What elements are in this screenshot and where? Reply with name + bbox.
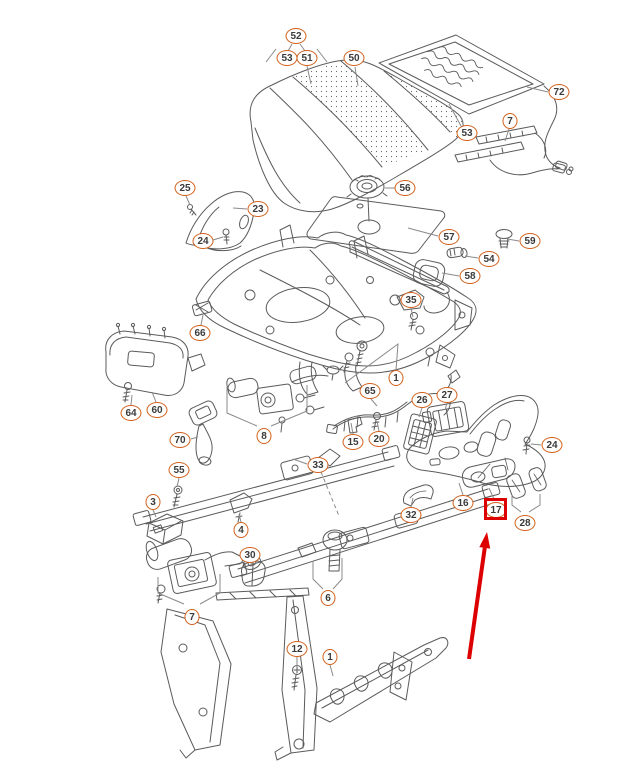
callout-8[interactable]: 8 — [256, 428, 272, 444]
trim-strip-art — [348, 240, 450, 314]
screw-25-art — [187, 204, 197, 216]
grommet-54-art — [446, 246, 468, 259]
foam-insert-art — [306, 196, 446, 254]
cap-32-art — [403, 484, 434, 507]
callout-28[interactable]: 28 — [514, 515, 536, 531]
callout-53-2[interactable]: 53 — [456, 125, 478, 141]
clip-59-art — [495, 229, 513, 249]
clip-3-art — [146, 513, 184, 545]
callout-1-2[interactable]: 1 — [322, 649, 338, 665]
callout-3[interactable]: 3 — [145, 494, 161, 510]
callout-56[interactable]: 56 — [394, 180, 416, 196]
callout-52[interactable]: 52 — [285, 28, 307, 44]
callout-7-2[interactable]: 7 — [184, 609, 200, 625]
callout-27[interactable]: 27 — [436, 387, 458, 403]
callout-64[interactable]: 64 — [120, 405, 142, 421]
bolt-6-art — [322, 529, 348, 572]
clip-4-art — [229, 492, 253, 523]
heater-mat-art — [378, 34, 574, 172]
callout-51[interactable]: 51 — [296, 50, 318, 66]
callout-25[interactable]: 25 — [174, 180, 196, 196]
callout-65[interactable]: 65 — [359, 383, 381, 399]
callout-4[interactable]: 4 — [233, 522, 249, 538]
callout-55[interactable]: 55 — [168, 462, 190, 478]
callout-12[interactable]: 12 — [286, 641, 308, 657]
trim-caps-28-art — [506, 467, 547, 499]
floor-bracket-art — [160, 587, 449, 761]
callout-30[interactable]: 30 — [239, 547, 261, 563]
belt-buckle-art — [188, 400, 218, 466]
callout-54[interactable]: 54 — [478, 251, 500, 267]
module-26-art — [403, 413, 437, 455]
blower-art — [346, 175, 388, 222]
callout-58[interactable]: 58 — [459, 268, 481, 284]
callout-53[interactable]: 53 — [276, 50, 298, 66]
callout-32[interactable]: 32 — [400, 507, 422, 523]
heater-element-art — [454, 125, 572, 176]
callout-60[interactable]: 60 — [146, 402, 168, 418]
callout-50[interactable]: 50 — [343, 50, 365, 66]
seat-frame-art — [195, 224, 477, 396]
screw-24-art — [222, 228, 230, 245]
callout-7[interactable]: 7 — [502, 113, 518, 129]
callout-72[interactable]: 72 — [548, 84, 570, 100]
screw-12-art — [291, 665, 302, 691]
callout-26[interactable]: 26 — [411, 392, 433, 408]
clip-66-art — [191, 300, 213, 317]
callout-20[interactable]: 20 — [368, 431, 390, 447]
screw-55-art — [172, 485, 183, 508]
motor-assembly-8-art — [226, 365, 329, 433]
callout-66[interactable]: 66 — [189, 325, 211, 341]
callout-33[interactable]: 33 — [307, 457, 329, 473]
callout-24-2[interactable]: 24 — [541, 437, 563, 453]
highlight-box — [484, 498, 507, 520]
storage-tray-art — [105, 322, 206, 403]
bracket-35-art — [396, 289, 425, 331]
callout-59[interactable]: 59 — [519, 233, 541, 249]
callout-57[interactable]: 57 — [438, 229, 460, 245]
callout-16[interactable]: 16 — [452, 495, 474, 511]
callout-1[interactable]: 1 — [388, 370, 404, 386]
screw-24b-art — [522, 436, 531, 455]
switch-trim-17-art — [461, 458, 516, 488]
callout-35[interactable]: 35 — [400, 292, 422, 308]
callout-6[interactable]: 6 — [320, 590, 336, 606]
screw-7-art — [156, 584, 166, 604]
callout-70[interactable]: 70 — [169, 432, 191, 448]
seat-cushion-art — [249, 59, 464, 213]
seat-motor-art — [145, 538, 262, 604]
callout-23[interactable]: 23 — [247, 201, 269, 217]
callout-24[interactable]: 24 — [192, 233, 214, 249]
callout-15[interactable]: 15 — [342, 434, 364, 450]
part-15-art — [347, 416, 363, 434]
screw-64-art — [122, 382, 132, 403]
